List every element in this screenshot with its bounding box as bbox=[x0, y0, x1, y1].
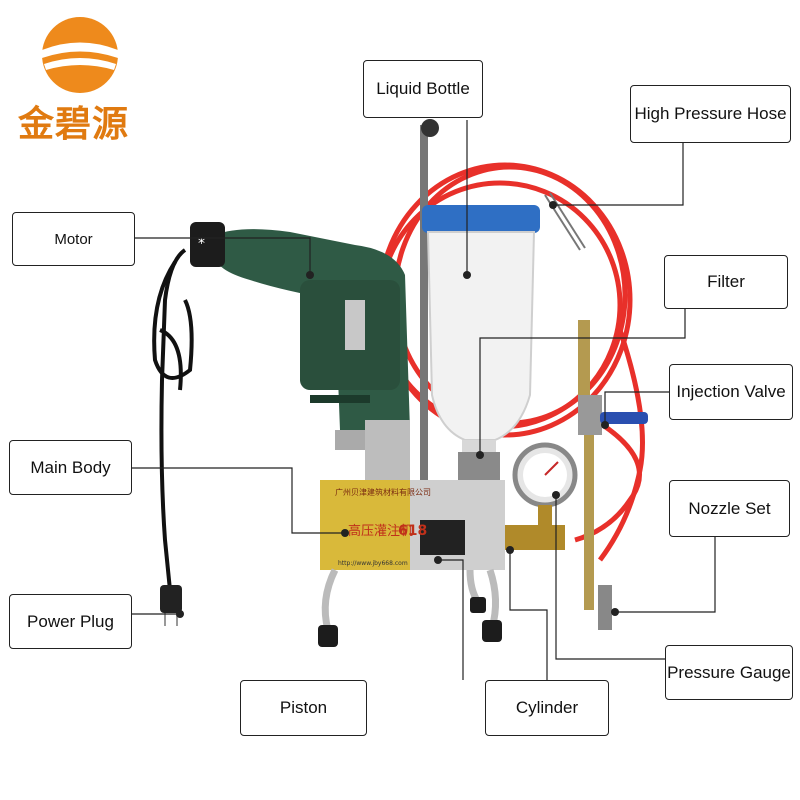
label-cylinder: Cylinder bbox=[485, 680, 609, 736]
frame-rod bbox=[420, 125, 428, 485]
leader-dots bbox=[176, 201, 619, 618]
injection-valve bbox=[578, 395, 648, 435]
drill-chuck bbox=[335, 420, 410, 490]
label-pressure-gauge: Pressure Gauge bbox=[665, 645, 793, 700]
label-main-body: Main Body bbox=[9, 440, 132, 495]
plate-company: 广州贝津建筑材料有限公司 bbox=[335, 487, 431, 497]
sun-over-water-logo bbox=[42, 17, 118, 93]
label-liquid-bottle: Liquid Bottle bbox=[363, 60, 483, 118]
plate-url: http://www.jby668.com bbox=[338, 560, 408, 567]
filter-wand bbox=[578, 320, 612, 630]
motor-drill: * bbox=[190, 222, 410, 430]
plate-model-number: 618 bbox=[398, 523, 427, 539]
brand-name: 金碧源 bbox=[18, 104, 130, 145]
label-filter: Filter bbox=[664, 255, 788, 309]
rod-knob bbox=[421, 119, 439, 137]
plate-model-text: 高压灌注机 bbox=[348, 523, 413, 539]
label-power-plug: Power Plug bbox=[9, 594, 132, 649]
label-motor: Motor bbox=[12, 212, 135, 266]
svg-text:*: * bbox=[198, 236, 205, 252]
power-plug-icon bbox=[160, 585, 182, 626]
main-body bbox=[320, 480, 565, 570]
label-nozzle-set: Nozzle Set bbox=[669, 480, 790, 537]
pressure-gauge bbox=[512, 442, 578, 530]
label-injection-valve: Injection Valve bbox=[669, 364, 793, 420]
label-high-pressure-hose: High Pressure Hose bbox=[630, 85, 791, 143]
leader-lines bbox=[132, 120, 716, 680]
power-cord bbox=[152, 248, 194, 591]
liquid-bottle bbox=[422, 205, 540, 482]
leg-feet bbox=[318, 597, 502, 647]
label-piston: Piston bbox=[240, 680, 367, 736]
